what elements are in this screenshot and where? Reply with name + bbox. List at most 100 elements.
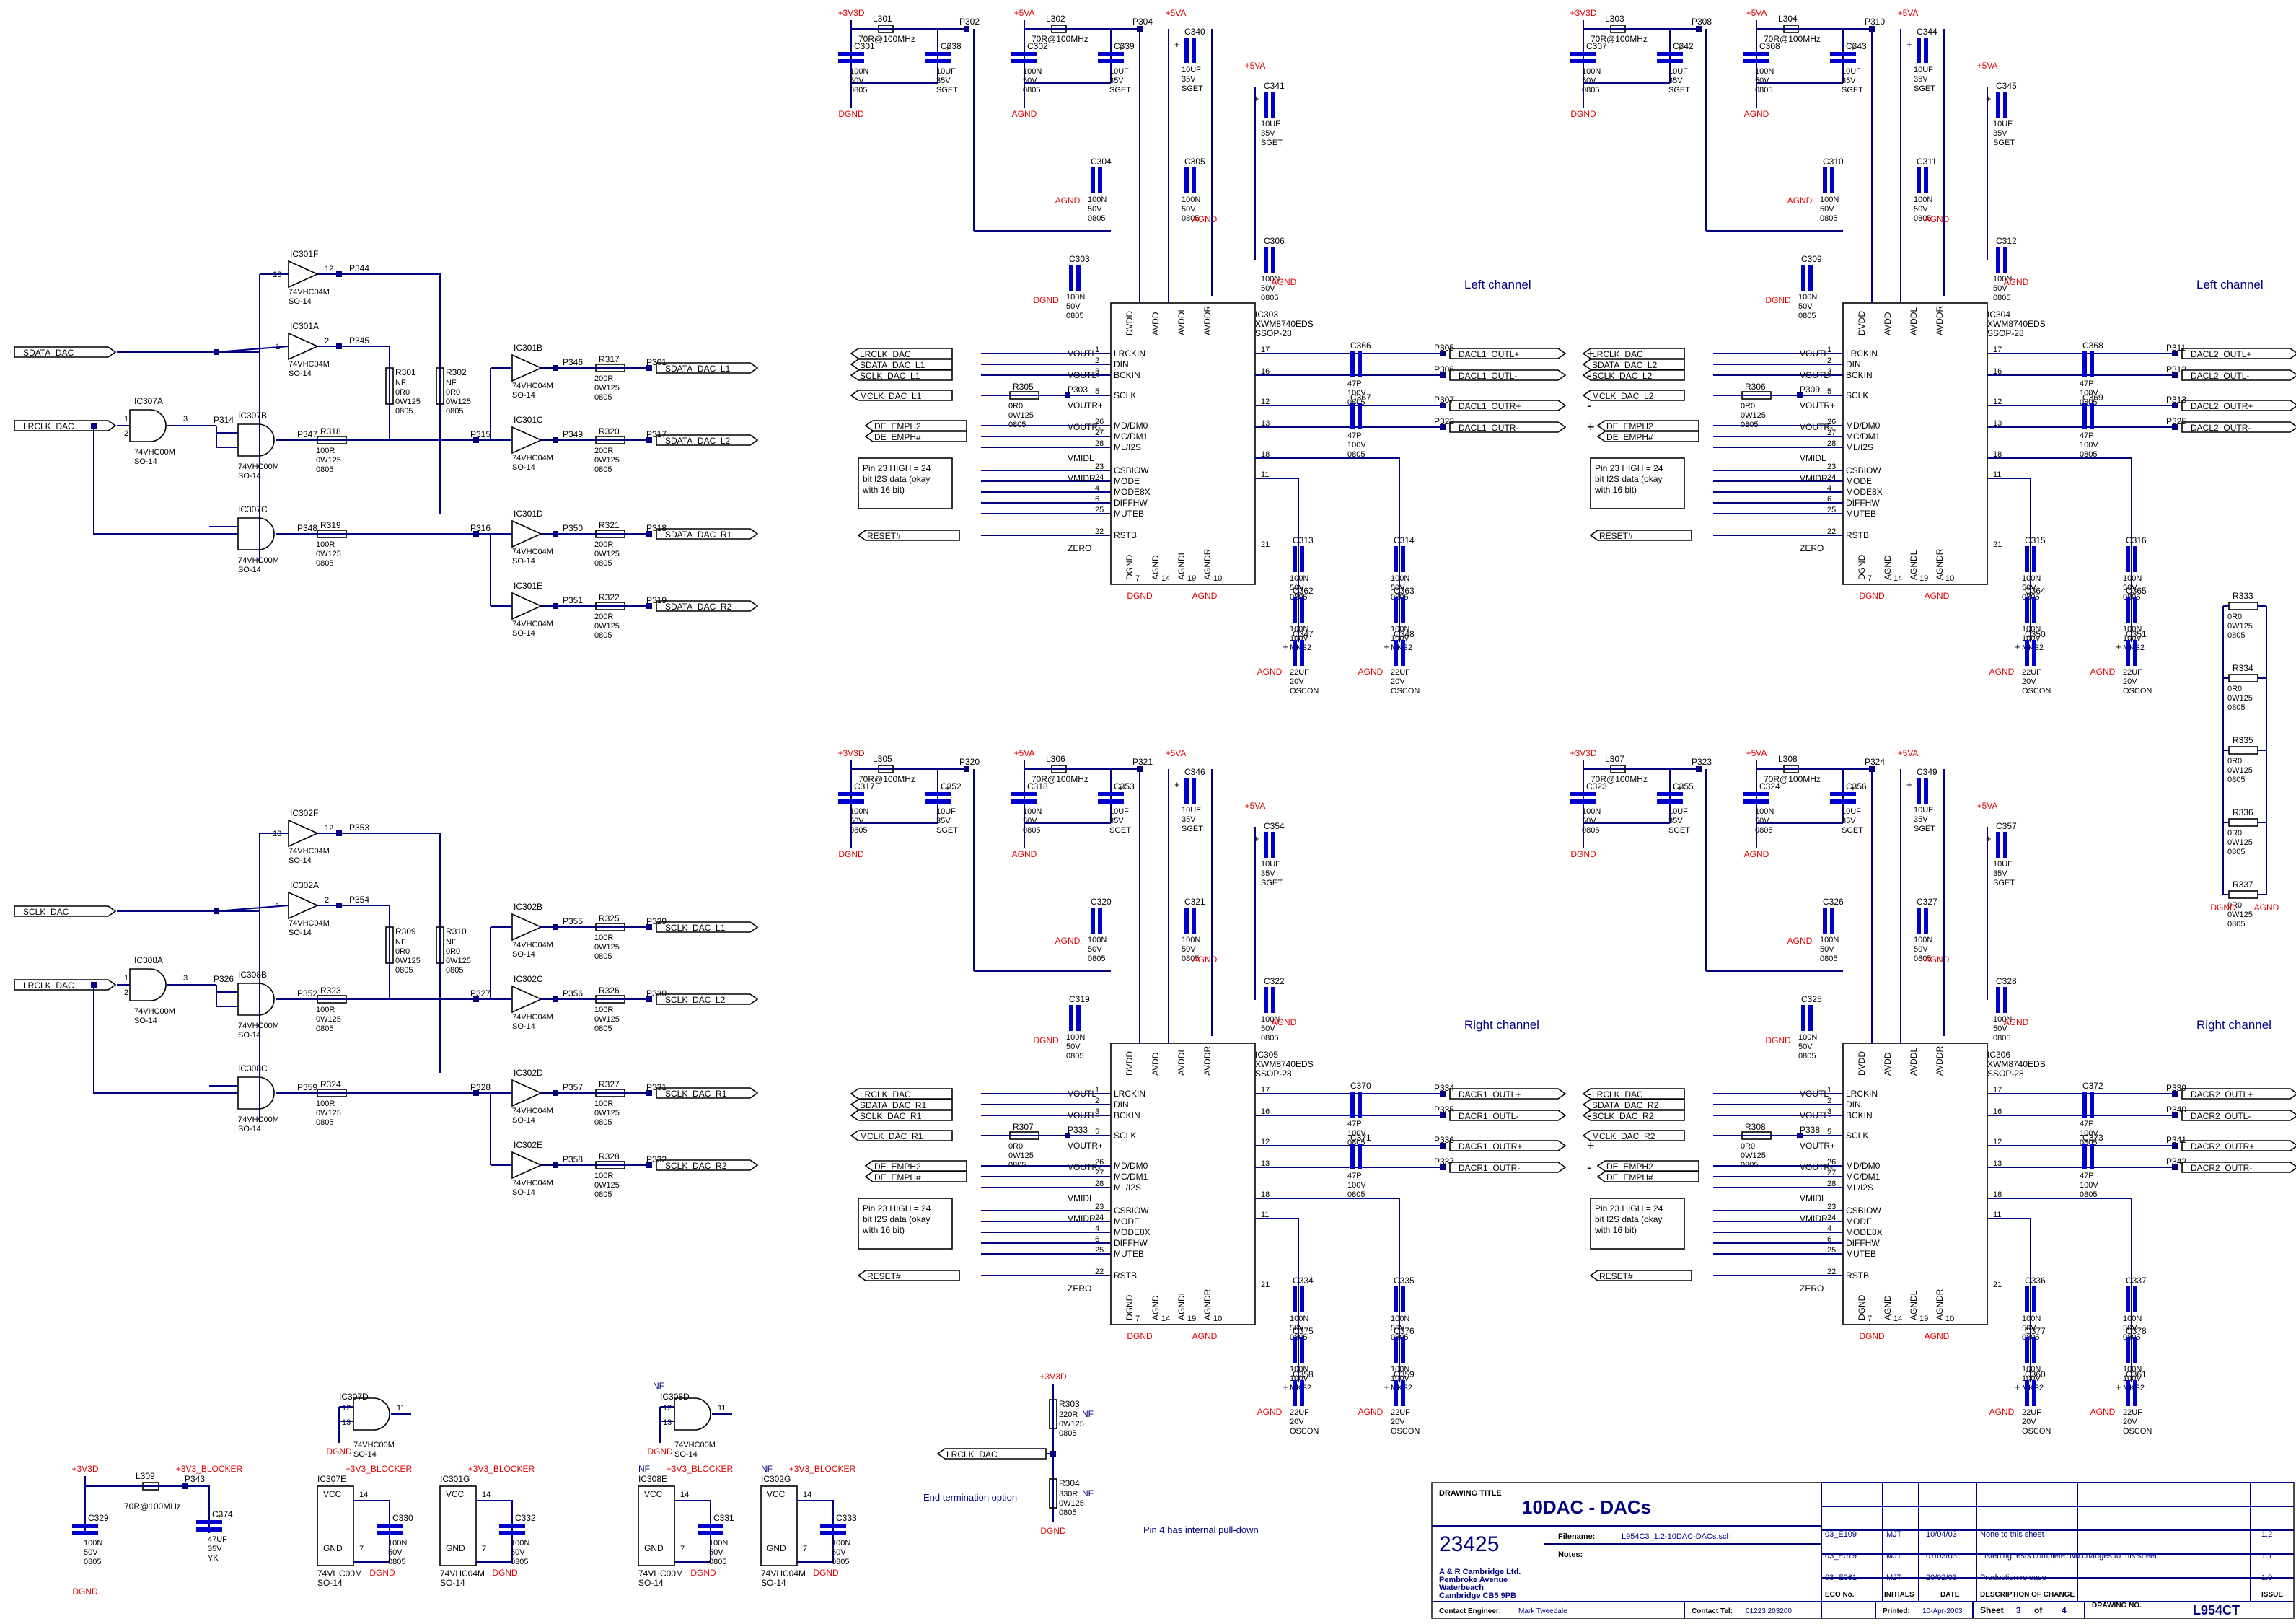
cap-value: 0805 <box>1993 294 2010 302</box>
schematic-label: IC301B <box>514 343 542 353</box>
cap-plate <box>1358 351 1362 377</box>
schematic-label: 16 <box>1261 367 1270 376</box>
cap-value: 0805 <box>850 826 867 835</box>
port-outline <box>656 1159 759 1171</box>
net-port: DACL1_OUTR+ <box>1449 400 1567 411</box>
cap-value: 0805 <box>709 1558 726 1566</box>
net-port: LRCLK_DAC <box>1582 1088 1685 1100</box>
cap-ref: C357 <box>1996 821 2017 831</box>
schematic-label: AGND <box>1883 555 1893 580</box>
cap-plate <box>1924 38 1928 63</box>
dac-ic-body <box>1842 302 1988 585</box>
res-value: 0805 <box>594 1118 612 1127</box>
polarity-mark: + <box>1174 779 1180 790</box>
schematic-label: 74VHC00M <box>638 1568 683 1579</box>
port-label: SDATA_DAC_R2 <box>665 602 732 612</box>
cap-ref: C353 <box>1114 781 1135 791</box>
res-value: NF <box>395 938 406 947</box>
schematic-label: 28 <box>1095 1180 1104 1188</box>
schematic-label: P341 <box>2166 1135 2186 1145</box>
schematic-label: None to this sheet <box>1980 1530 2044 1539</box>
cap-value: 50V <box>388 1548 403 1557</box>
net-port: DACL1_OUTL+ <box>1449 348 1567 359</box>
wire <box>1987 478 2031 642</box>
inverter-gate <box>511 985 542 1014</box>
res-value: 0R0 <box>446 388 460 397</box>
resistor <box>2228 818 2258 827</box>
schematic-label: GND <box>644 1543 664 1553</box>
schematic-label: 6 <box>1095 495 1099 504</box>
net-port: SDATA_DAC_R2 <box>1582 1099 1685 1110</box>
polarity-mark: + <box>945 42 951 53</box>
wire <box>317 833 441 1073</box>
cap-ref: C361 <box>2126 1369 2147 1379</box>
port-label: LRCLK_DAC <box>23 421 74 431</box>
cap-value: 35V <box>1261 129 1275 138</box>
net-port: LRCLK_DAC <box>14 979 117 991</box>
cap-ref: C320 <box>1091 897 1112 907</box>
cap-ref: C374 <box>212 1509 233 1519</box>
res-value: 0W125 <box>2227 910 2253 919</box>
port-label: SDATA_DAC_L2 <box>1592 360 1658 370</box>
net-port: DE_EMPH# <box>864 431 967 442</box>
cap-ref: C301 <box>854 41 875 51</box>
ferrite-bead <box>142 1482 159 1491</box>
misc-section: R3330R00W1250805R3340R00W1250805R3350R00… <box>71 591 2279 1597</box>
polarity-mark: + <box>2015 1382 2020 1392</box>
schematic-label: VCC <box>446 1489 465 1499</box>
schematic-label: P308 <box>1692 17 1712 27</box>
wire <box>93 985 238 1094</box>
res-ref: R310 <box>446 926 467 936</box>
power-rail: AGND <box>1272 1017 1297 1027</box>
wire <box>1255 1218 1299 1382</box>
schematic-label: VOUTR- <box>1068 422 1101 432</box>
schematic-label: P340 <box>2166 1105 2186 1115</box>
junction-dot <box>553 1162 558 1168</box>
cap-plate <box>1808 265 1813 291</box>
cap-value: 0805 <box>1914 954 1931 963</box>
schematic-label: P359 <box>297 1082 317 1092</box>
cap-plate <box>925 59 951 63</box>
port-label: SDATA_DAC_R1 <box>860 1100 927 1110</box>
cap-value: 0805 <box>1261 1034 1278 1043</box>
cap-value: 100N <box>1290 625 1308 633</box>
junction-dot <box>336 830 342 836</box>
schematic-label: 2 <box>124 988 128 997</box>
cap-ref: C324 <box>1759 781 1780 791</box>
port-outline <box>857 530 960 541</box>
cap-value: 50V <box>2123 1324 2137 1333</box>
cap-plate <box>1743 59 1769 63</box>
inverter-gate <box>511 354 542 382</box>
power-rail: AGND <box>1744 109 1769 119</box>
net-port: DACR2_OUTL- <box>2181 1110 2296 1121</box>
port-label: DACR2_OUTR- <box>2191 1163 2252 1173</box>
cap-plate <box>1657 799 1683 804</box>
inverter-gate <box>511 426 542 455</box>
power-rail: AGND <box>1257 667 1283 677</box>
cap-ref: C376 <box>1394 1326 1415 1336</box>
schematic-label: 17 <box>1261 1086 1270 1094</box>
res-value: 0W125 <box>594 384 620 392</box>
res-value: 0W125 <box>594 1015 620 1024</box>
cap-value: 100N <box>2123 1365 2142 1374</box>
cap-value: 10UF <box>1993 120 2013 128</box>
schematic-label: CSBIOW <box>1114 465 1149 475</box>
schematic-label: 3 <box>183 974 188 983</box>
cap-ref: C323 <box>1586 781 1607 791</box>
net-port: MCLK_DAC_L2 <box>1582 390 1685 401</box>
cap-ref: C304 <box>1091 157 1112 167</box>
port-label: LRCLK_DAC <box>1592 349 1643 359</box>
schematic-label: SSOP-28 <box>1987 1068 2024 1079</box>
cap-value: 20V <box>2022 677 2036 686</box>
junction-dot <box>646 924 652 930</box>
resistor <box>1741 391 1772 400</box>
schematic-label: LRCKIN <box>1846 1089 1878 1099</box>
gate-body <box>288 332 319 361</box>
res-ref: R306 <box>1745 382 1766 392</box>
res-value: 0805 <box>1059 1429 1076 1438</box>
